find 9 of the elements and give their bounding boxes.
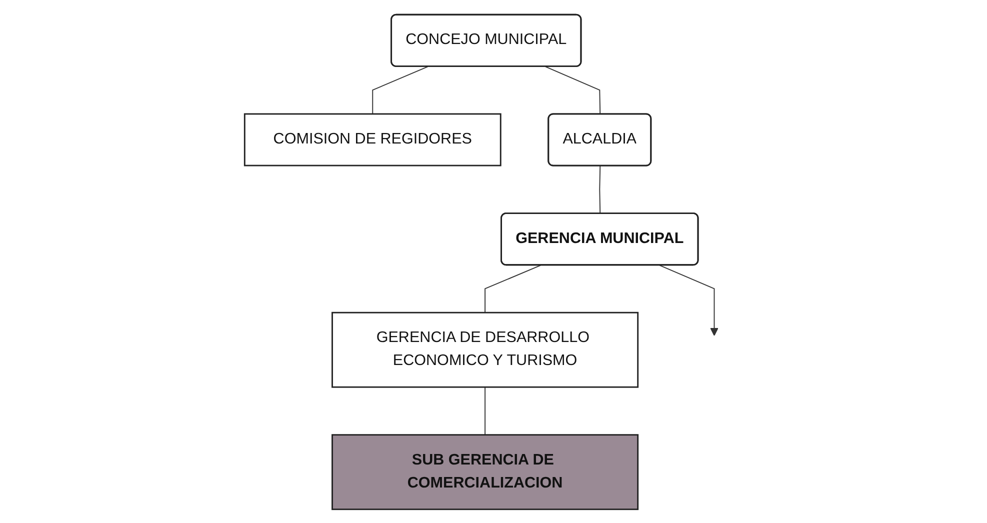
connector <box>372 66 428 114</box>
connector <box>544 66 600 114</box>
arrow <box>658 264 718 336</box>
connector <box>484 386 486 435</box>
node-box: GERENCIA DE DESARROLLO ECONOMICO Y TURISMO <box>331 311 638 388</box>
node-box: COMISION DE REGIDORES <box>244 112 502 166</box>
connector <box>598 165 600 214</box>
node-box: SUB GERENCIA DE COMERCIALIZACION <box>331 434 638 510</box>
connector <box>484 264 541 313</box>
